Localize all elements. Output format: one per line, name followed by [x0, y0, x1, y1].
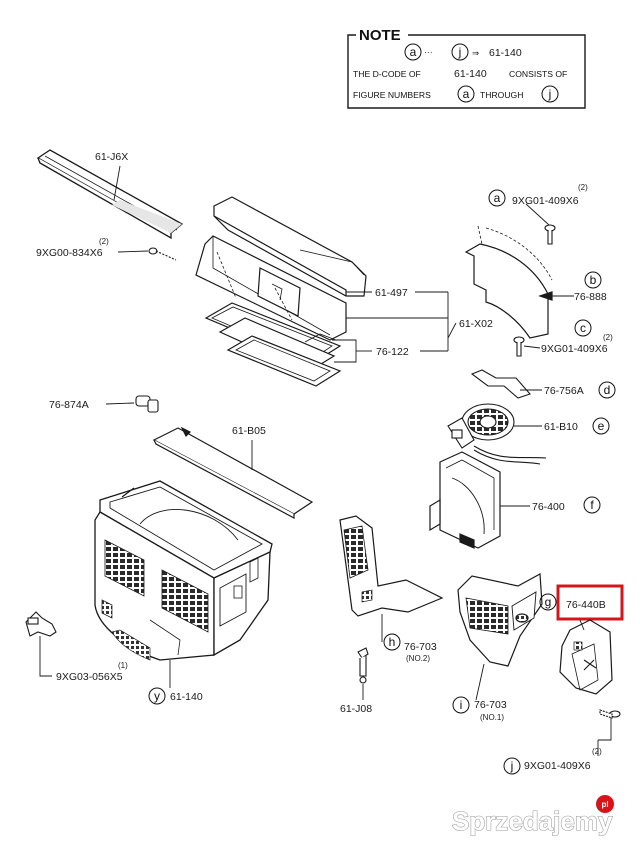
note-range-to: j — [458, 45, 462, 59]
note-line3-b: THROUGH — [480, 90, 523, 100]
watermark-text: Sprzedajemy — [452, 806, 613, 836]
label-61-140: 61-140 — [170, 691, 203, 703]
label-76-703-no2: 76-703 — [404, 641, 437, 653]
circle-h: h — [389, 635, 396, 649]
label-76-122: 76-122 — [376, 346, 409, 358]
note-line3-from: a — [463, 87, 470, 101]
watermark-badge: pl — [601, 800, 608, 809]
note-line3-to: j — [548, 87, 552, 101]
circle-c: c — [580, 321, 586, 335]
c-qty: (2) — [603, 333, 613, 342]
screw-j-icon — [599, 709, 621, 719]
part-76-756a-bracket — [470, 369, 531, 399]
part-61-j6x-strip — [36, 149, 184, 240]
label-76-888: 76-888 — [574, 291, 607, 303]
note-range-code: 61-140 — [489, 47, 522, 59]
part-61-b05-strip — [152, 426, 314, 520]
circle-i: i — [460, 698, 463, 712]
j-qty: (2) — [592, 747, 602, 756]
j-code: 9XG01-409X6 — [524, 760, 591, 772]
c-code: 9XG01-409X6 — [541, 343, 608, 355]
circle-y: y — [154, 689, 160, 703]
screw-a-icon — [544, 224, 556, 245]
circle-j: j — [510, 759, 514, 773]
part-61-b10-blower-motor — [447, 403, 547, 465]
part-61-j08-pin-icon — [357, 647, 369, 684]
a-qty: (2) — [578, 183, 588, 192]
label-61-b05: 61-B05 — [232, 425, 266, 437]
label-76-440b: 76-440B — [566, 599, 606, 611]
circle-a: a — [494, 191, 501, 205]
clip-code: 9XG03-056X5 — [56, 671, 123, 683]
label-61-j08: 61-J08 — [340, 703, 372, 715]
part-76-400-scroll-housing — [429, 451, 501, 549]
note-line2-code: 61-140 — [454, 68, 487, 80]
circle-b: b — [590, 273, 597, 287]
part-76-440b-actuator — [559, 619, 613, 695]
label-76-703-no1: 76-703 — [474, 699, 507, 711]
highlight-76-440b — [556, 584, 624, 621]
circle-f: f — [590, 498, 594, 512]
note-box: NOTE a ··· j ⇒ 61-140 THE D-CODE OF 61-1… — [347, 27, 586, 109]
part-76-888-cover — [464, 225, 553, 339]
clip-qty: (1) — [118, 661, 128, 670]
label-76-874a: 76-874A — [49, 399, 89, 411]
screw-left-icon — [148, 247, 177, 261]
circle-d: d — [604, 383, 611, 397]
screw-c-icon — [513, 336, 525, 357]
clip-icon — [25, 611, 57, 637]
label-61-x02: 61-X02 — [459, 318, 493, 330]
label-76-756a: 76-756A — [544, 385, 584, 397]
note-line2-a: THE D-CODE OF — [353, 69, 421, 79]
part-76-703-no2-duct — [339, 515, 444, 617]
watermark: Sprzedajemy pl — [451, 795, 614, 837]
label-76-400: 76-400 — [532, 501, 565, 513]
part-76-703-no1-duct — [457, 573, 543, 667]
circle-g: g — [545, 595, 552, 609]
note-line2-b: CONSISTS OF — [509, 69, 567, 79]
svg-text:⇒: ⇒ — [472, 48, 480, 58]
label-61-j6x: 61-J6X — [95, 151, 128, 163]
screw-left-qty: (2) — [99, 237, 109, 246]
note-title: NOTE — [359, 27, 401, 44]
label-61-b10: 61-B10 — [544, 421, 578, 433]
filter-case-assembly — [195, 196, 367, 387]
note-range-from: a — [410, 45, 417, 59]
watermark-badge-icon — [596, 795, 614, 813]
label-76-703-no2-sub: (NO.2) — [406, 654, 430, 663]
circle-e: e — [598, 419, 605, 433]
svg-text:···: ··· — [424, 47, 433, 57]
screw-left-code: 9XG00-834X6 — [36, 247, 103, 259]
part-76-874a-sensor-icon — [135, 395, 159, 413]
label-61-497: 61-497 — [375, 287, 408, 299]
a-code: 9XG01-409X6 — [512, 195, 579, 207]
label-76-703-no1-sub: (NO.1) — [480, 713, 504, 722]
part-61-140-housing — [94, 480, 273, 661]
note-line3-a: FIGURE NUMBERS — [353, 90, 431, 100]
